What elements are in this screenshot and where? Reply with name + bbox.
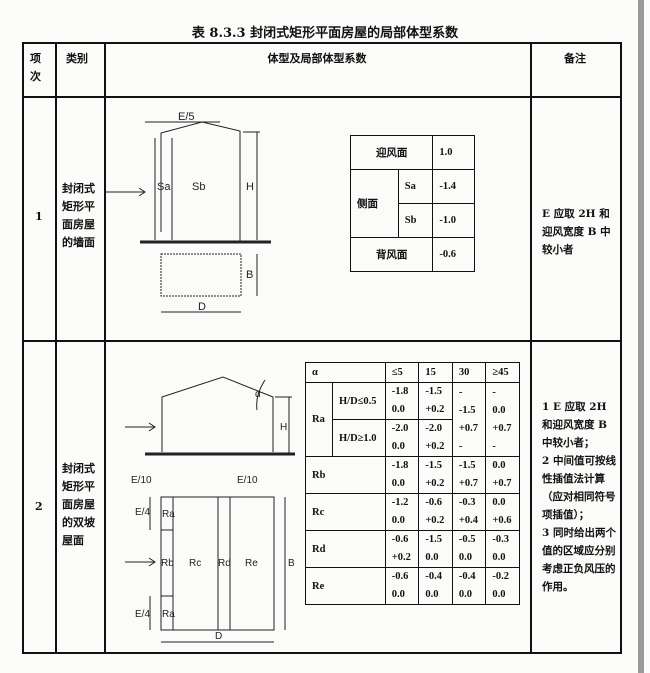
rule (22, 42, 24, 654)
zone-label: Rb (305, 456, 386, 494)
leeward-value: -0.6 (432, 237, 475, 272)
ra-low-label: H/D≤0.5 (331, 382, 386, 420)
rule (22, 42, 620, 44)
label-sa: Sa (157, 181, 171, 193)
label-e4-bottom: E/4 (135, 609, 150, 620)
label-h: H (280, 422, 287, 433)
label-d: D (198, 301, 206, 313)
rule (620, 42, 622, 654)
sa-label: Sa (397, 169, 434, 204)
ra-45-cell: -0.0+0.7- (485, 382, 520, 457)
wall-diagram: E/5 Sa Sb H B D (105, 111, 271, 313)
rule (22, 340, 620, 342)
label-e4-top: E/4 (135, 507, 150, 518)
row1-index: 1 (35, 210, 43, 223)
angle-header: 30 (451, 362, 487, 383)
coefficient-cell: -1.5+0.2 (418, 456, 453, 494)
coefficient-cell: -0.6+0.2 (384, 530, 420, 568)
table-title: 表 8.3.3 封闭式矩形平面房屋的局部体型系数 (191, 26, 459, 41)
header-notes: 备注 (564, 52, 586, 65)
page-spine (638, 0, 644, 673)
note-3: 3 同时给出两个值的区域应分别考虑正负风压的作用。 (542, 527, 616, 593)
coefficient-cell: -0.6+0.2 (418, 493, 453, 531)
windward-value: 1.0 (432, 135, 475, 170)
row1-category: 封闭式矩形平面房屋的墙面 (62, 182, 95, 249)
label-e5: E/5 (178, 111, 195, 123)
rule (22, 652, 620, 654)
label-e10-right: E/10 (237, 475, 258, 486)
label-rb: Rb (161, 558, 174, 569)
zone-label: Re (305, 567, 386, 605)
header-coefficients: 体型及局部体型系数 (267, 52, 367, 65)
row2-index: 2 (35, 500, 43, 513)
angle-header: ≤5 (384, 362, 420, 383)
label-ra-bottom: Ra (162, 609, 175, 620)
header-category: 类别 (66, 52, 88, 65)
zone-label: Rd (305, 530, 386, 568)
label-re: Re (245, 558, 258, 569)
label-h: H (246, 181, 254, 193)
leeward-label: 背风面 (349, 237, 434, 272)
label-alpha: α (255, 389, 261, 400)
sa-value: -1.4 (432, 169, 475, 204)
coefficient-cell: 0.0+0.6 (485, 493, 520, 531)
row1-note: E 应取 2H 和迎风宽度 B 中较小者 (542, 208, 611, 256)
rule (104, 42, 106, 654)
coefficient-cell: -0.3+0.4 (451, 493, 487, 531)
ra-label: Ra (305, 382, 333, 457)
row2-category: 封闭式矩形平面房屋的双坡屋面 (62, 462, 95, 547)
note-2: 2 中间值可按线性插值法计算（应对相同符号项插值）； (542, 455, 616, 521)
angle-header: ≥45 (485, 362, 520, 383)
side-label: 侧面 (350, 169, 399, 238)
row2-notes: 1 E 应取 2H 和迎风宽度 B 中较小者； 2 中间值可按线性插值法计算（应… (542, 398, 618, 596)
label-ra-top: Ra (162, 509, 175, 520)
roof-diagram: α H E/10 E/10 E/4 E/4 Ra Ra Rb Rc Rd Re … (125, 376, 295, 643)
alpha-header: α (305, 362, 386, 383)
label-rd: Rd (218, 558, 231, 569)
coefficient-cell: -1.5+0.7 (451, 456, 487, 494)
label-b: B (246, 269, 253, 281)
ra-high-label: H/D≥1.0 (331, 419, 386, 457)
label-rc: Rc (189, 558, 201, 569)
rule (55, 42, 57, 654)
label-d: D (215, 631, 222, 642)
label-e10-left: E/10 (131, 475, 152, 486)
label-sb: Sb (192, 181, 205, 193)
windward-label: 迎风面 (349, 135, 434, 170)
rule (530, 42, 532, 654)
angle-header: 15 (418, 362, 453, 383)
header-index: 项次 (30, 52, 41, 83)
sb-value: -1.0 (432, 203, 475, 238)
zone-label: Rc (305, 493, 386, 531)
sb-label: Sb (397, 203, 434, 238)
rule (22, 96, 620, 98)
coefficient-cell: 0.0+0.7 (485, 456, 520, 494)
ra-30-cell: --1.5+0.7- (451, 382, 487, 457)
label-b: B (288, 558, 295, 569)
note-1: 1 E 应取 2H 和迎风宽度 B 中较小者； (542, 401, 608, 449)
